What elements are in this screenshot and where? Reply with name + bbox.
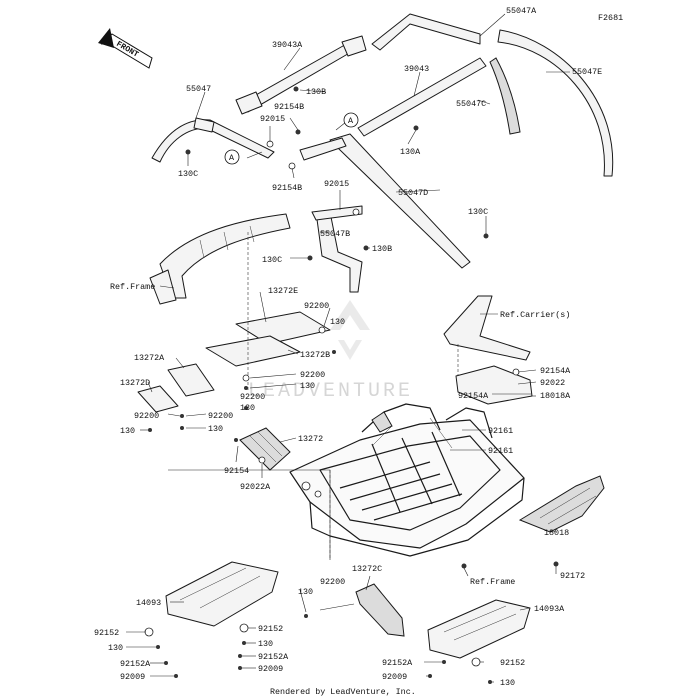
label-55047a: 55047A [506,6,537,16]
plate-13272c [355,583,405,637]
carrier-bracket [443,295,531,361]
label-92200-a: 92200 [304,301,329,311]
label-92154a-a: 92154A [540,366,571,376]
label-13272c: 13272C [352,564,382,574]
reference-a-right: A [343,112,359,128]
skid-plates [137,295,605,659]
front-arrow-icon: FRONT [98,28,153,69]
plate-14093 [165,561,279,627]
label-130-c: 130 [240,403,255,413]
footer-credit: Rendered by LeadVenture, Inc. [270,687,416,697]
label-55047c: 55047C [456,99,486,109]
label-92200-f: 92200 [320,577,345,587]
callout-labels: 55047A 39043A 55047E 55047 130B 39043 92… [94,6,602,688]
label-92152-a: 92152 [94,628,119,638]
label-92152-c: 92152 [500,658,525,668]
plate-13272b [205,335,301,367]
label-92152a-a: 92152A [120,659,151,669]
label-130a: 130A [400,147,421,157]
label-92015-left: 92015 [260,114,285,124]
label-130c-right: 130C [468,207,488,217]
label-92161-b: 92161 [488,446,513,456]
label-55047e: 55047E [572,67,602,77]
label-ref-carrier: Ref.Carrier(s) [500,310,570,320]
label-92200-d: 92200 [134,411,159,421]
plate-14093a [427,599,531,659]
label-18018: 18018 [544,528,569,538]
label-92154: 92154 [224,466,249,476]
figure-code: F2681 [598,13,623,23]
label-14093: 14093 [136,598,161,608]
label-92009-b: 92009 [258,664,283,674]
watermark: LEADVENTURE [248,300,413,403]
label-130b-mid: 130B [372,244,392,254]
label-92154b-top: 92154B [274,102,304,112]
bar-55047a [371,13,481,51]
label-92172: 92172 [560,571,585,581]
label-130-g: 130 [108,643,123,653]
label-13272a: 13272A [134,353,165,363]
label-13272e: 13272E [268,286,298,296]
label-13272d: 13272D [120,378,150,388]
bar-55047 [151,119,275,163]
label-92200-c: 92200 [240,392,265,402]
reference-a-left: A [224,149,240,165]
label-92022a: 92022A [240,482,271,492]
bar-55047b [315,211,363,293]
label-55047d: 55047D [398,188,428,198]
roll-cage [151,13,614,293]
label-130-b: 130 [300,381,315,391]
label-92152a-b: 92152A [258,652,289,662]
label-13272b: 13272B [300,350,330,360]
label-14093a: 14093A [534,604,565,614]
fasteners [144,86,559,684]
plate-13272e [235,311,331,345]
ref-a-left-label: A [229,153,235,163]
watermark-text: LEADVENTURE [248,380,413,403]
label-130-i: 130 [500,678,515,688]
frame-segment-upper [149,213,291,305]
ref-a-right-label: A [348,116,354,126]
label-92154b-mid: 92154B [272,183,302,193]
label-ref-frame-upper: Ref.Frame [110,282,155,292]
label-92200-b: 92200 [300,370,325,380]
guide-lines [168,232,459,560]
label-92152-b: 92152 [258,624,283,634]
label-55047b: 55047B [320,229,350,239]
plate-13272d [137,385,179,413]
label-130-d: 130 [120,426,135,436]
main-frame [289,403,525,557]
label-92022: 92022 [540,378,565,388]
label-130-f: 130 [298,587,313,597]
label-130c-mid: 130C [262,255,282,265]
label-130-e: 130 [208,424,223,434]
label-13272: 13272 [298,434,323,444]
label-92009-a: 92009 [120,672,145,682]
plate-18018 [518,475,605,533]
label-92154a-b: 92154A [458,391,489,401]
label-130b-top: 130B [306,87,326,97]
label-92200-e: 92200 [208,411,233,421]
label-18018a: 18018A [540,391,571,401]
label-55047: 55047 [186,84,211,94]
label-39043a: 39043A [272,40,303,50]
label-92015-mid: 92015 [324,179,349,189]
leader-lines [126,13,570,683]
label-92161-a: 92161 [488,426,513,436]
label-39043: 39043 [404,64,429,74]
bar-55047e [497,29,614,177]
cover-13272 [239,427,291,471]
label-ref-frame-lower: Ref.Frame [470,577,515,587]
label-92152a-c: 92152A [382,658,413,668]
label-130c-left: 130C [178,169,198,179]
bar-39043 [357,57,487,137]
plate-13272a [167,363,215,397]
label-130-h: 130 [258,639,273,649]
label-130-a: 130 [330,317,345,327]
label-92009-c: 92009 [382,672,407,682]
